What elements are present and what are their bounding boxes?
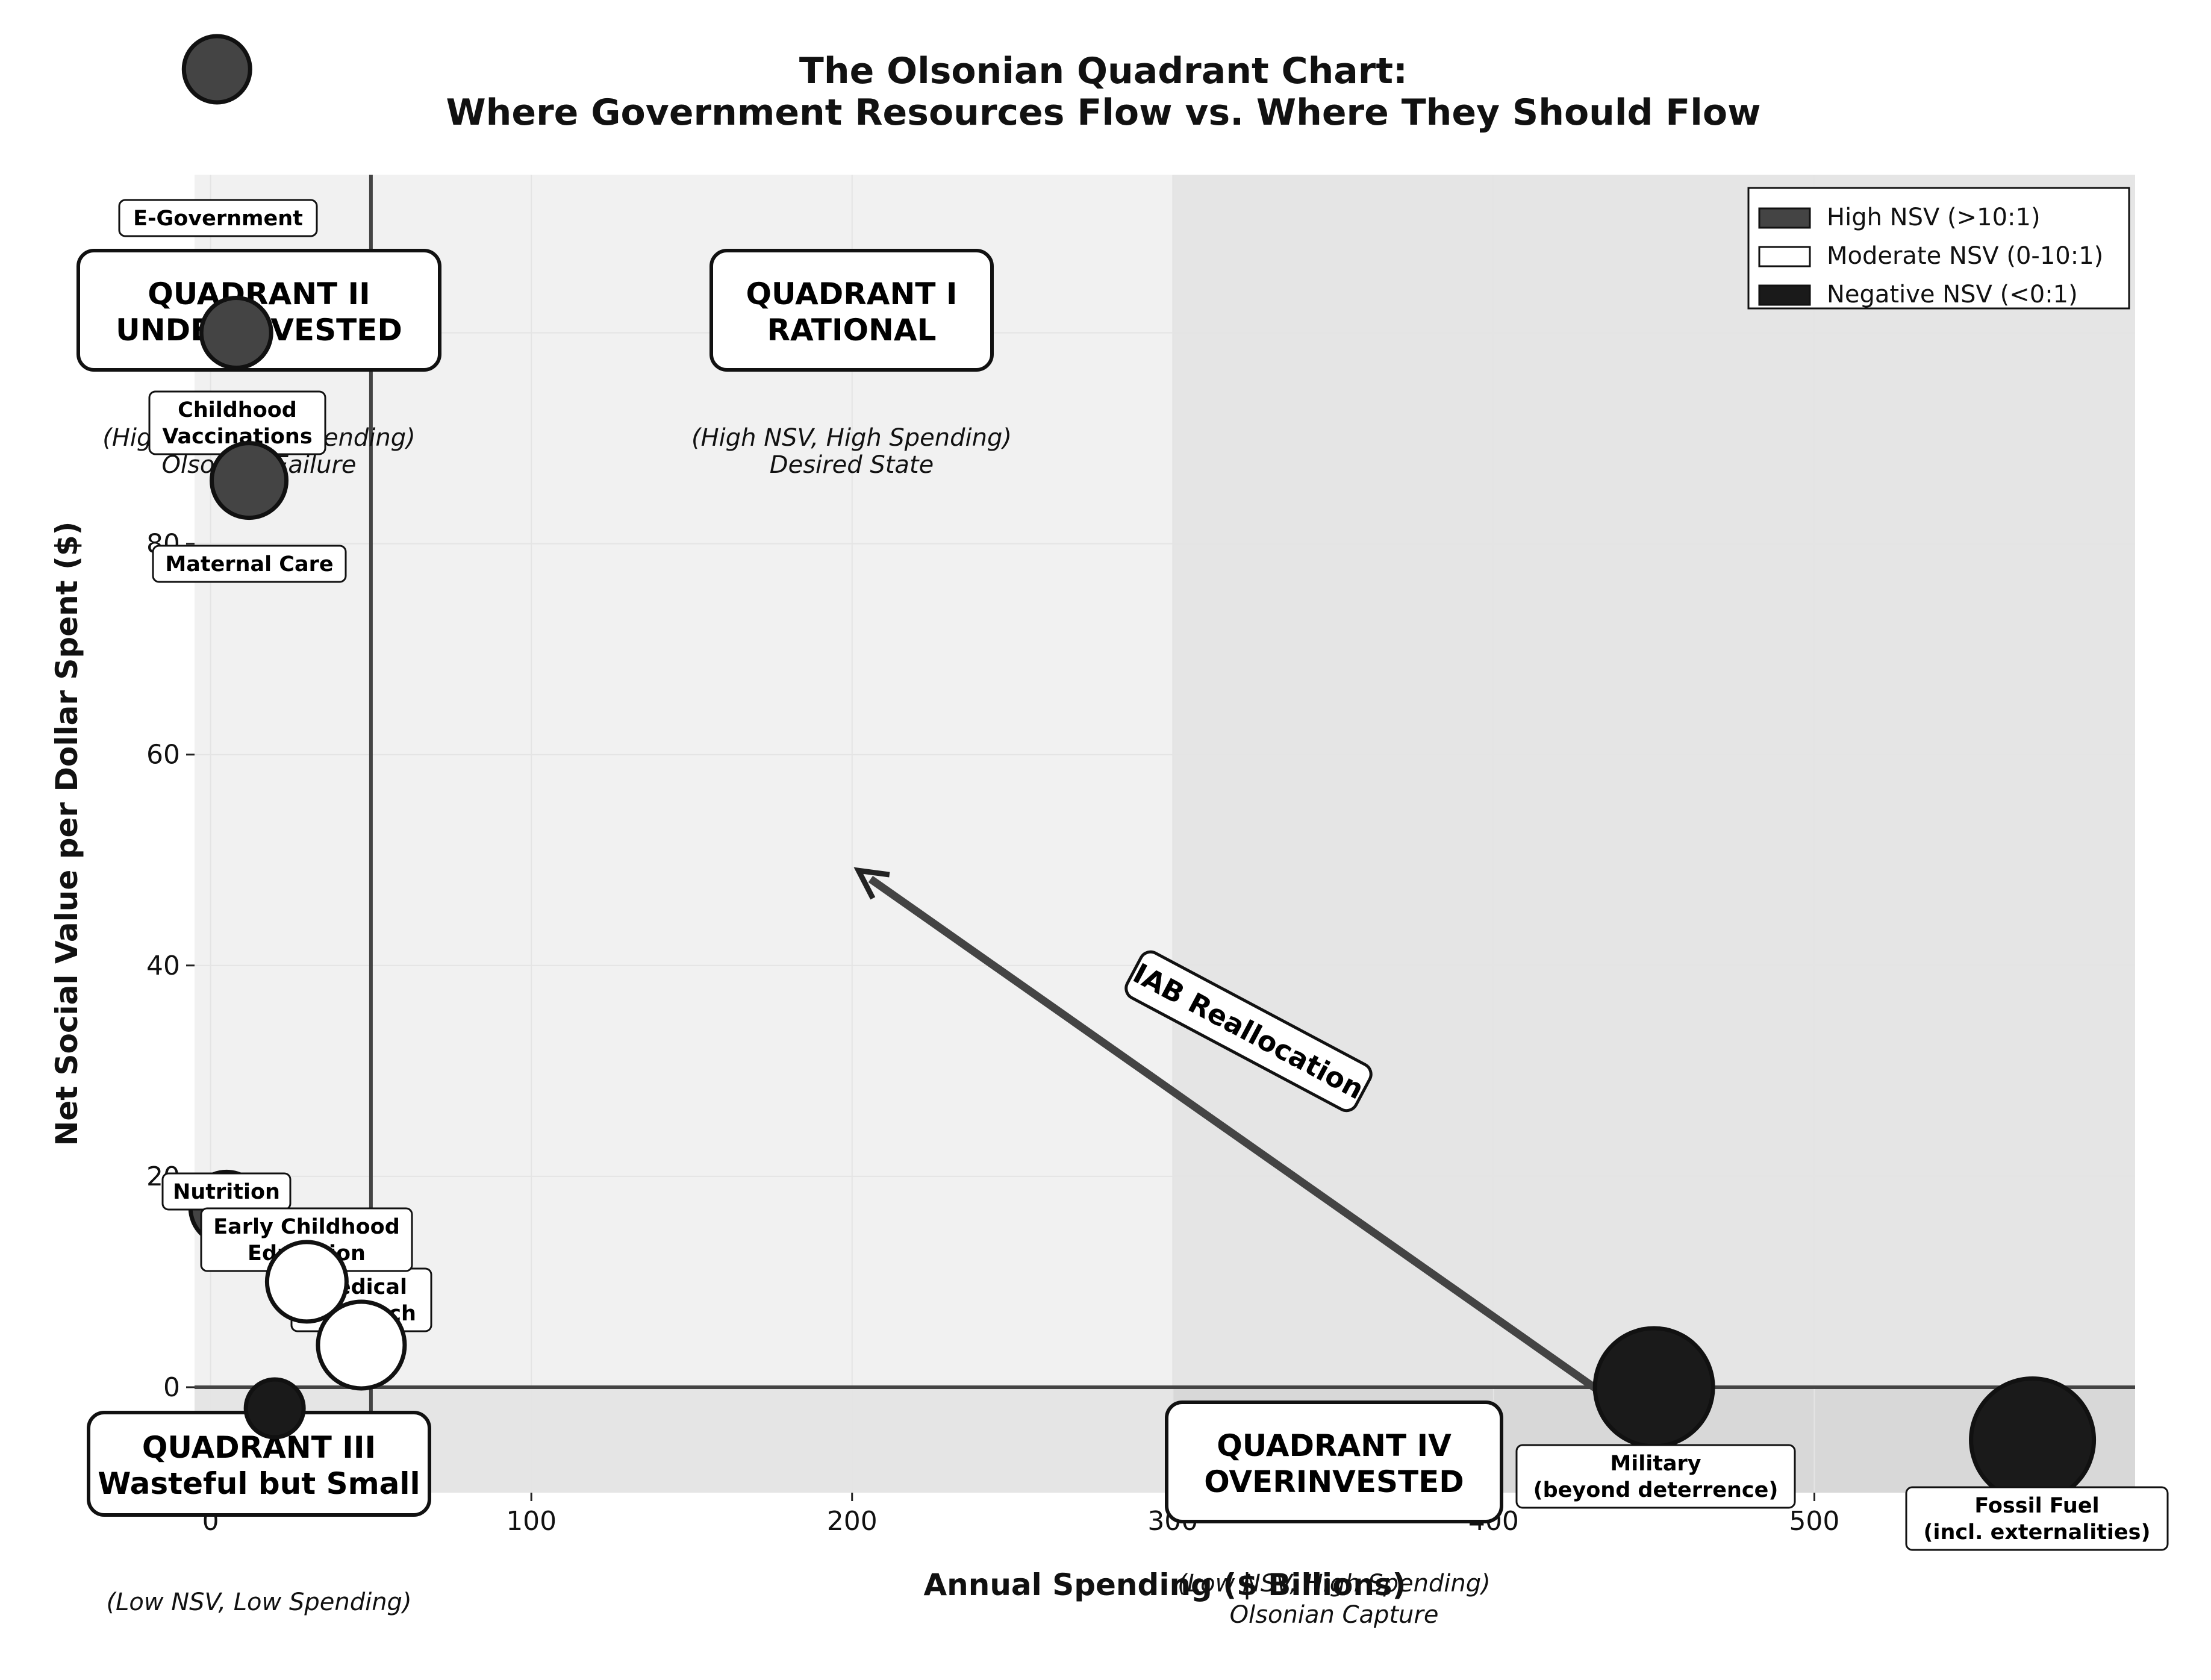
quadrant-name: QUADRANT I	[746, 276, 958, 311]
point-label-7: Military(beyond deterrence)	[1515, 1444, 1796, 1509]
point-label-text: (beyond deterrence)	[1533, 1478, 1779, 1502]
data-point	[1592, 1326, 1715, 1449]
legend-entry-label: Negative NSV (<0:1)	[1827, 281, 2078, 308]
reallocation-label-box	[1124, 950, 1373, 1113]
legend-swatch	[1758, 207, 1811, 229]
legend-box	[1747, 187, 2130, 310]
point-label-text: Maternal Care	[165, 552, 333, 576]
point-label-box	[118, 199, 318, 237]
point-label-8: Fossil Fuel(incl. externalities)	[1905, 1486, 2169, 1551]
point-label-0: E-Government	[118, 199, 318, 237]
quadrant-description: (Low NSV, High Spending)	[1177, 1570, 1491, 1597]
y-tick-label: 60	[146, 740, 180, 770]
legend-entry-label: High NSV (>10:1)	[1827, 204, 2041, 231]
quadrant-description: (High NSV, High Spending)	[691, 424, 1012, 452]
data-point	[181, 34, 252, 105]
data-point	[210, 441, 289, 520]
y-tick-label: 0	[163, 1372, 180, 1403]
quadrant-name: QUADRANT IV	[1217, 1428, 1452, 1463]
reallocation-arrow-shaft	[868, 875, 1656, 1433]
chart-title-line-2: Where Government Resources Flow vs. Wher…	[446, 92, 1761, 134]
legend-entry-label: Moderate NSV (0-10:1)	[1827, 242, 2103, 270]
legend: High NSV (>10:1) Moderate NSV (0-10:1) Neg…	[1747, 187, 2130, 310]
quadrant-tag: OVERINVESTED	[1204, 1464, 1464, 1499]
legend-swatch	[1758, 284, 1811, 306]
x-tick-label: 100	[506, 1506, 557, 1537]
quadrant-description: (Low NSV, Low Spending)	[106, 1588, 411, 1616]
point-label-text: Nutrition	[173, 1180, 280, 1204]
point-label-text: Military	[1610, 1452, 1701, 1476]
y-axis-label: Net Social Value per Dollar Spent ($)	[49, 521, 84, 1146]
quadrant-tag: Wasteful but Small	[98, 1466, 420, 1501]
x-tick-label: 500	[1789, 1506, 1839, 1537]
quadrant-note: Desired State	[770, 451, 934, 479]
point-label-box	[152, 545, 347, 583]
quadrant-label-box	[1165, 1401, 1503, 1523]
quadrant-note: Olsonian Capture	[1230, 1601, 1439, 1629]
point-label-3: Nutrition	[161, 1172, 292, 1211]
data-point	[264, 1240, 349, 1324]
high-spending-region	[1173, 175, 2135, 1493]
point-label-box	[1905, 1486, 2169, 1551]
point-label-text: (incl. externalities)	[1923, 1520, 2150, 1544]
point-label-text: Fossil Fuel	[1974, 1494, 2099, 1518]
point-label-2: Maternal Care	[152, 545, 347, 583]
x-tick-label: 200	[827, 1506, 878, 1537]
quadrant-label-box	[709, 249, 994, 372]
point-label-box	[1515, 1444, 1796, 1509]
point-label-text: Childhood	[178, 398, 297, 422]
reallocation-arrow-head	[853, 867, 890, 900]
chart-title-line-1: The Olsonian Quadrant Chart:	[799, 50, 1408, 92]
data-point	[1969, 1376, 2097, 1504]
x-axis-label: Annual Spending ($ Billions)	[923, 1567, 1406, 1602]
y-tick-label: 40	[146, 951, 180, 981]
point-label-text: Early Childhood	[213, 1215, 400, 1239]
point-label-text: E-Government	[133, 207, 303, 231]
quadrant-tag: RATIONAL	[767, 313, 937, 348]
data-point	[199, 296, 273, 370]
legend-swatch	[1758, 246, 1811, 267]
data-point	[243, 1377, 306, 1440]
quadrant-name: QUADRANT III	[142, 1430, 376, 1465]
data-point	[316, 1299, 407, 1391]
